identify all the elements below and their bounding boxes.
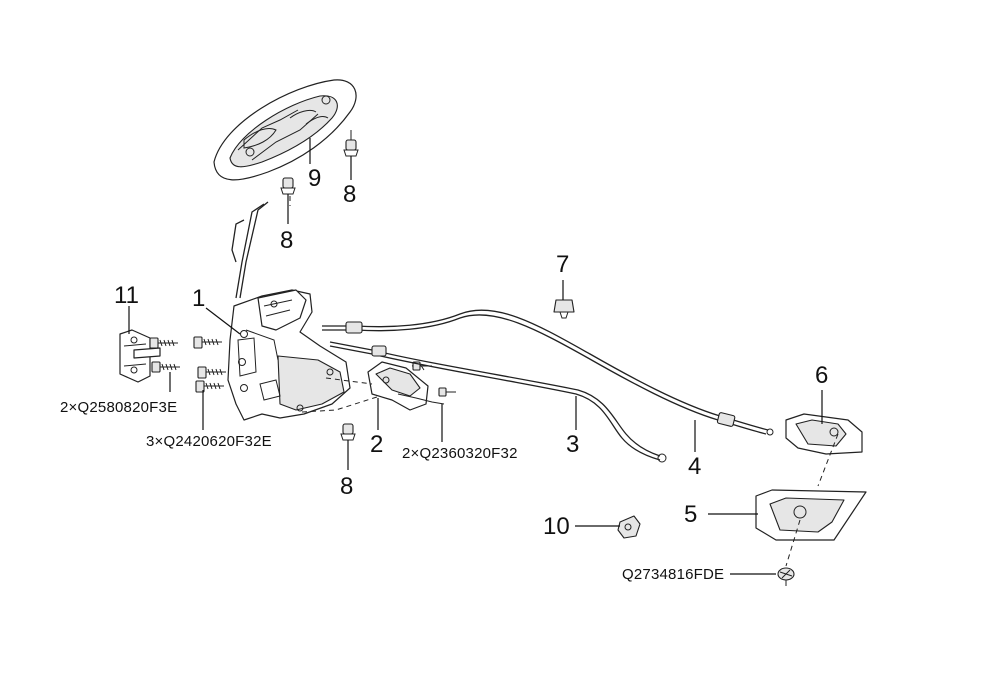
actuator-bolt-b	[438, 387, 456, 397]
callout-1: 1	[192, 285, 205, 312]
clip-8-middle	[280, 177, 296, 195]
grommet-10	[617, 515, 641, 539]
lock-bolts	[193, 336, 226, 393]
cable-4	[322, 309, 774, 436]
part-number-striker-bolts: 2×Q2580820F3E	[60, 399, 177, 416]
callout-2: 2	[370, 431, 383, 458]
callout-10: 10	[543, 513, 570, 540]
bezel-screw	[777, 567, 795, 586]
door-lock-body-1	[227, 289, 351, 421]
part-number-actuator-bolts: 2×Q2360320F32	[402, 445, 518, 462]
clip-8-upper	[343, 130, 359, 157]
handle-bezel-5	[755, 489, 867, 541]
assembly-dashed-lines	[289, 196, 839, 567]
striker-bolt-lower	[151, 361, 180, 373]
clip-7	[553, 299, 575, 319]
lock-bolt-top	[193, 336, 222, 349]
callout-5: 5	[684, 501, 697, 528]
leader-lines	[128, 138, 823, 575]
callout-7: 7	[556, 251, 569, 278]
lock-bolt-middle	[197, 366, 226, 379]
callout-labels: 1 2 3 4 5 6 7 8 8 8 9 10 11	[114, 165, 828, 540]
door-striker-11	[119, 329, 161, 383]
clip-8-lower	[340, 423, 356, 441]
part-number-lock-bolts: 3×Q2420620F32E	[146, 433, 272, 450]
inner-door-handle-6	[785, 413, 863, 455]
callout-3: 3	[566, 431, 579, 458]
callout-4: 4	[688, 453, 701, 480]
lock-bolt-bottom	[195, 380, 224, 393]
part-number-labels: 2×Q2580820F3E 3×Q2420620F32E 2×Q2360320F…	[60, 399, 724, 583]
callout-8-upper: 8	[343, 181, 356, 208]
lock-rod	[231, 201, 269, 299]
callout-6: 6	[815, 362, 828, 389]
outer-handle-housing-9	[213, 79, 357, 181]
callout-8-middle: 8	[280, 227, 293, 254]
callout-8-lower: 8	[340, 473, 353, 500]
callout-11: 11	[114, 282, 139, 309]
striker-bolts	[149, 337, 180, 373]
cable-3	[329, 341, 667, 463]
striker-bolt-upper	[149, 337, 178, 349]
callout-9: 9	[308, 165, 321, 192]
lock-actuator-2	[367, 361, 445, 411]
part-number-handle-screw: Q2734816FDE	[622, 566, 724, 583]
